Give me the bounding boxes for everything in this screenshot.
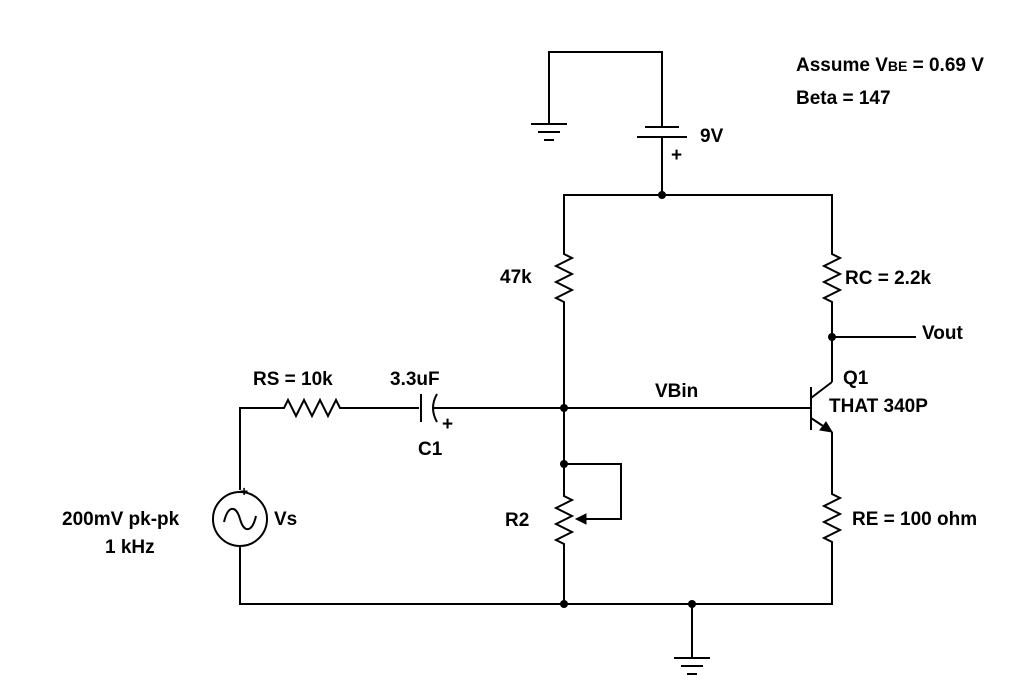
ac-source-amplitude: 200mV pk-pk xyxy=(62,509,180,530)
transistor-q1 xyxy=(810,381,833,433)
supply-junction-dot xyxy=(658,191,666,199)
beta-assumption: Beta = 147 xyxy=(796,88,891,109)
ground-junction-dot-r2 xyxy=(560,600,568,608)
ground-junction-dot-main xyxy=(688,600,696,608)
capacitor-c1 xyxy=(420,393,461,423)
q1-part: THAT 340P xyxy=(829,396,928,417)
resistor-47k xyxy=(553,248,575,408)
wiper-arrow-icon xyxy=(574,513,587,525)
battery-9v xyxy=(637,126,687,196)
potentiometer-r2-label: R2 xyxy=(505,510,529,531)
ground-rail xyxy=(239,603,833,657)
ac-source-ref: Vs xyxy=(274,509,297,530)
resistor-re xyxy=(821,432,843,604)
sine-wave-icon xyxy=(223,507,257,531)
wiper-junction-dot xyxy=(560,460,568,468)
vout-junction-dot xyxy=(828,333,836,341)
battery-label: 9V xyxy=(700,126,724,147)
ac-source-frequency: 1 kHz xyxy=(105,537,155,558)
resistor-rc xyxy=(821,248,843,382)
resistor-rc-label: RC = 2.2k xyxy=(845,268,932,289)
vbe-assumption: Assume VBE = 0.69 V xyxy=(796,55,984,76)
ac-source-vs xyxy=(212,491,268,605)
resistor-rs xyxy=(239,397,419,490)
bottom-ground-symbol xyxy=(674,657,710,675)
top-ground-symbol xyxy=(531,123,567,141)
vout-label: Vout xyxy=(922,323,963,344)
supply-rail xyxy=(563,194,833,249)
vbin-label: VBin xyxy=(655,381,698,402)
battery-polarity: + xyxy=(671,145,682,166)
emitter-arrow-icon xyxy=(819,421,833,433)
resistor-47k-label: 47k xyxy=(500,267,532,288)
capacitor-c1-value: 3.3uF xyxy=(390,369,440,390)
top-ground-wire xyxy=(548,51,663,126)
capacitor-c1-polarity: + xyxy=(442,414,453,435)
potentiometer-r2 xyxy=(553,407,622,604)
capacitor-c1-ref: C1 xyxy=(418,439,443,460)
q1-ref: Q1 xyxy=(843,368,869,389)
ac-source-polarity: + xyxy=(240,483,248,499)
resistor-rs-label: RS = 10k xyxy=(253,369,333,390)
resistor-re-label: RE = 100 ohm xyxy=(852,509,977,530)
